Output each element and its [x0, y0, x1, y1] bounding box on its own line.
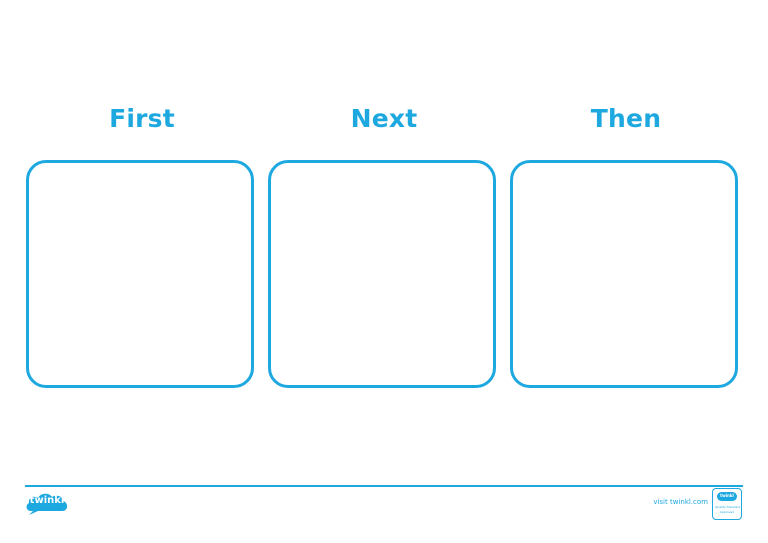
visit-link[interactable]: visit twinkl.com: [653, 498, 708, 506]
cloud-logo-icon: [26, 493, 68, 515]
heading-first: First: [109, 104, 175, 133]
heading-next: Next: [350, 104, 418, 133]
heading-then: Then: [590, 104, 662, 133]
drawing-box-then[interactable]: [510, 160, 738, 388]
drawing-box-next[interactable]: [268, 160, 496, 388]
badge-brand: twinkl: [717, 492, 737, 501]
footer-divider: [25, 485, 743, 487]
badge-line-2: Approved: [719, 510, 735, 514]
drawing-box-first[interactable]: [26, 160, 254, 388]
twinkl-logo: twinkl: [25, 491, 69, 515]
badge-line-1: Quality Standard: [715, 505, 741, 509]
badge-brand-text: twinkl: [720, 493, 734, 498]
logo-text: twinkl: [29, 495, 65, 506]
quality-badge-icon: twinkl Quality Standard Approved: [712, 488, 742, 520]
